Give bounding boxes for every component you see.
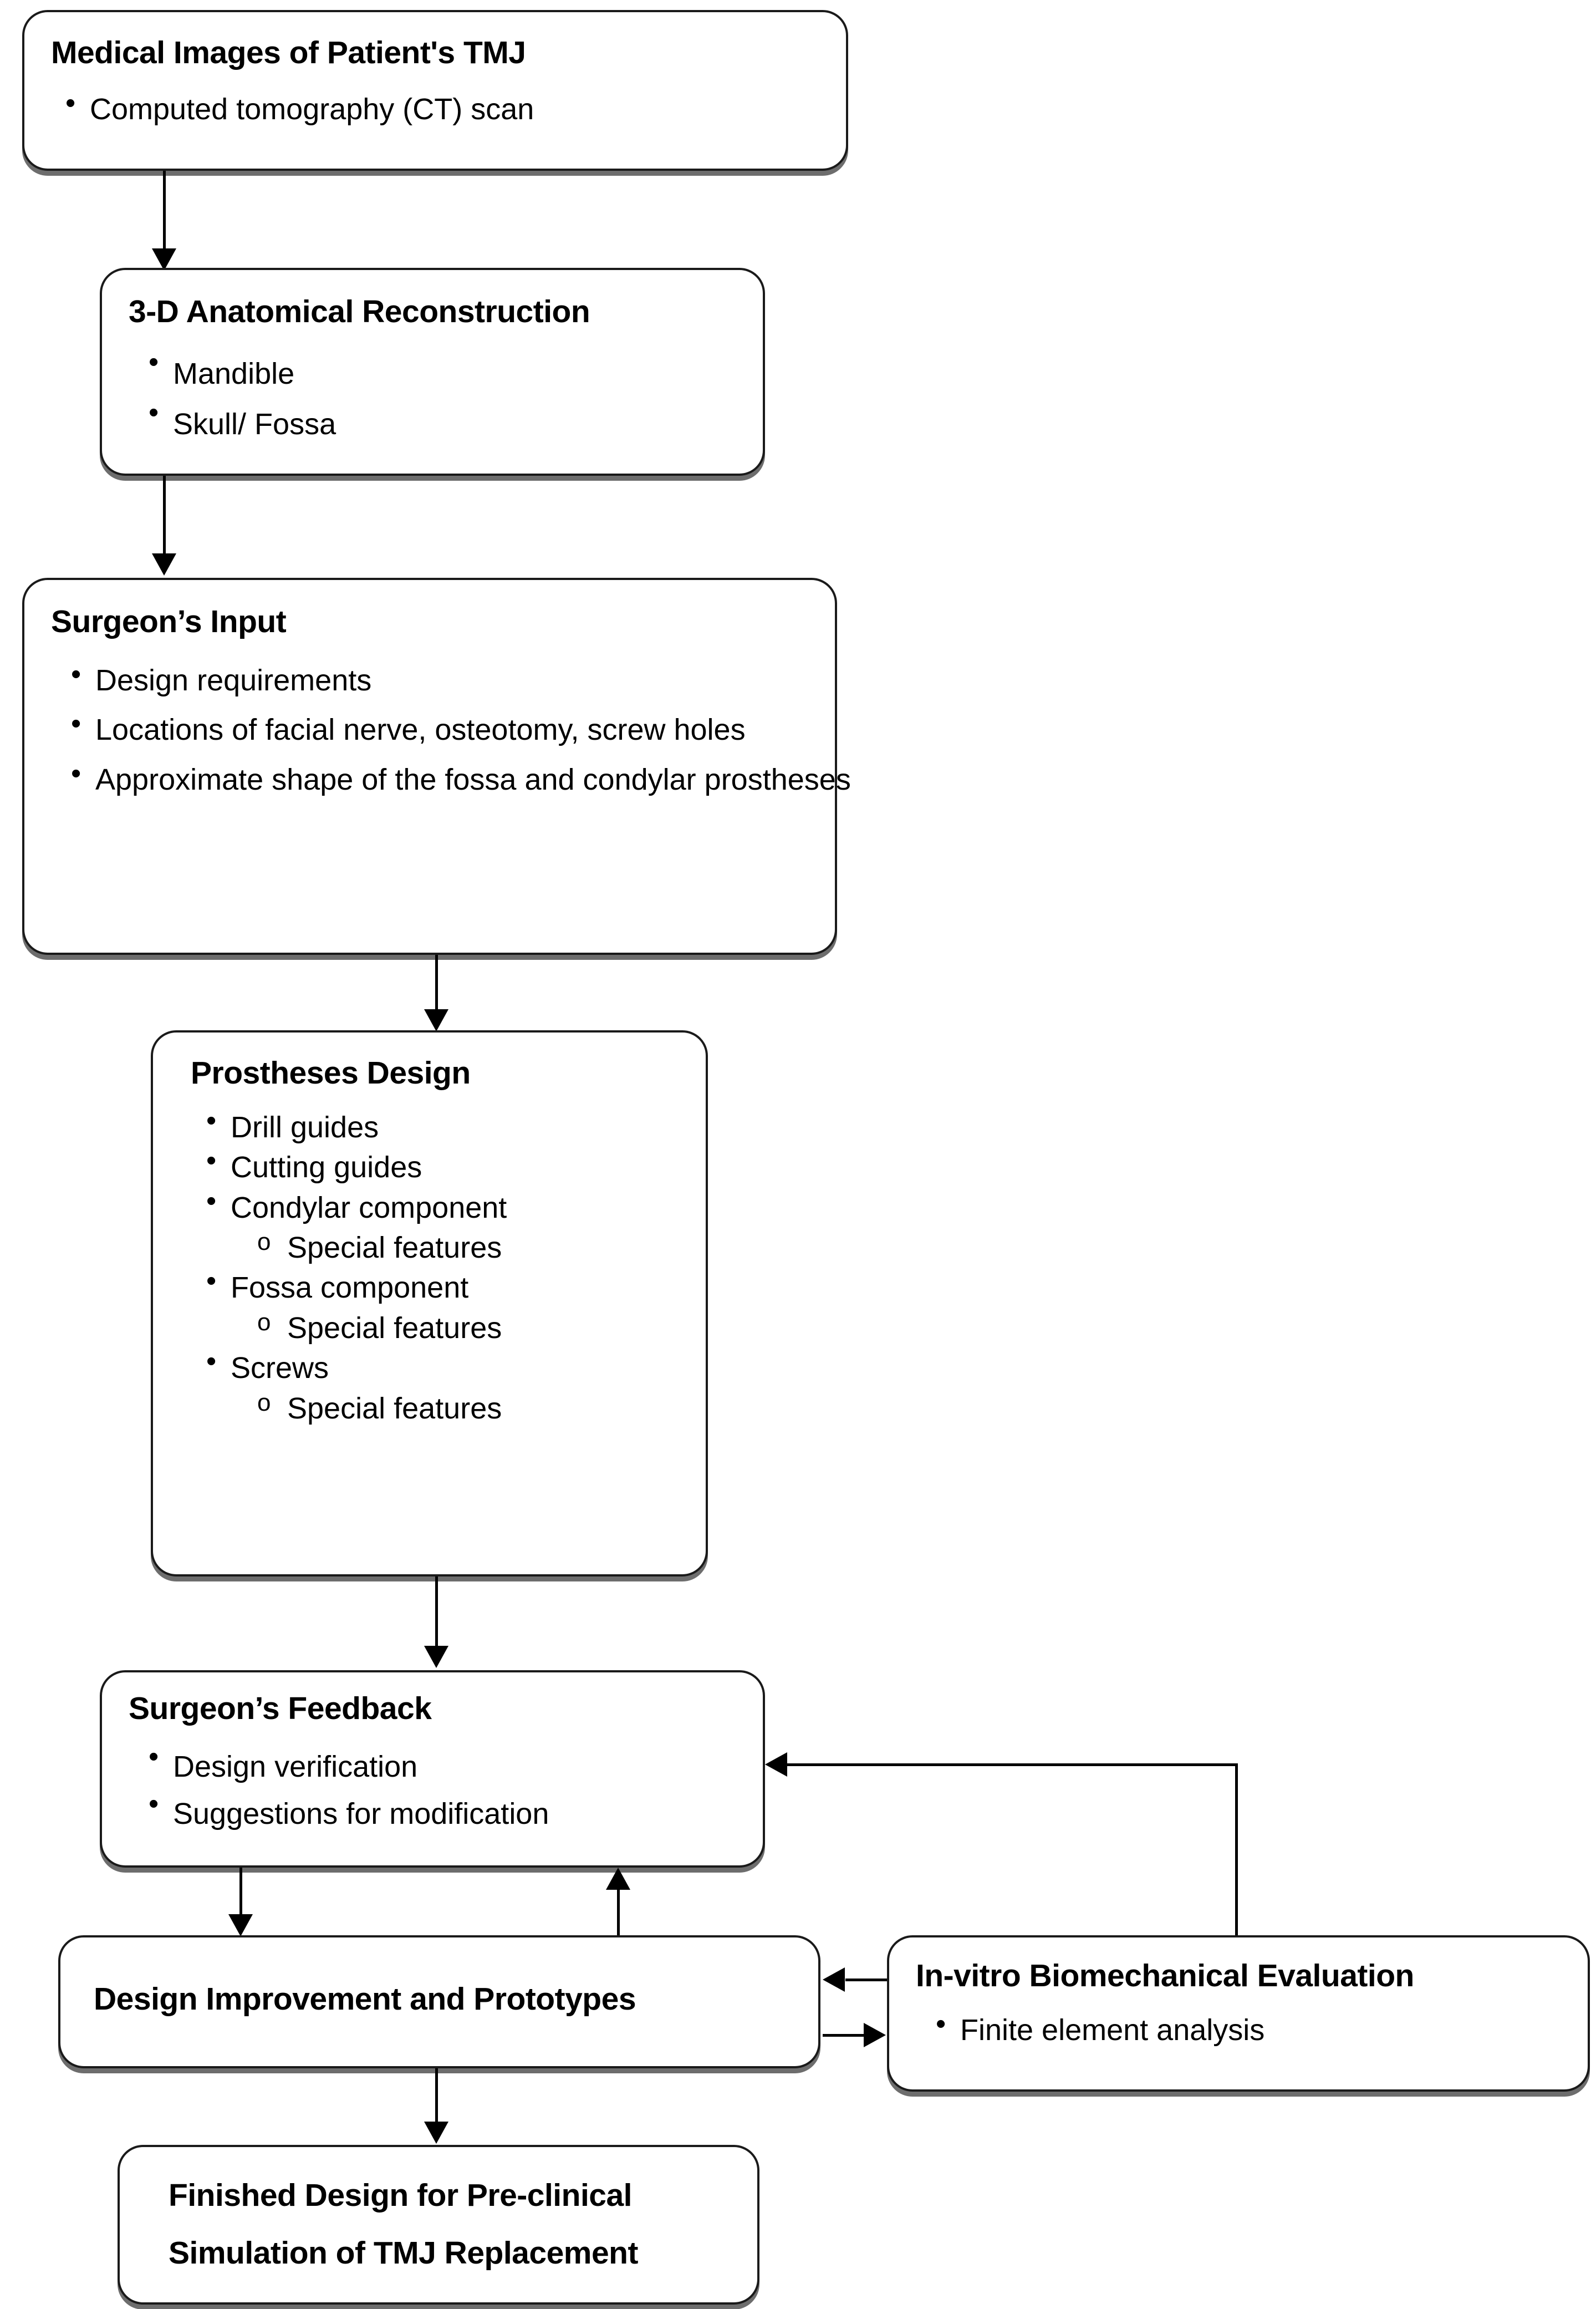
connector-line	[163, 171, 166, 251]
connector-line	[787, 1763, 1236, 1766]
node-surgeons-input[interactable]: Surgeon’s Input Design requirements Loca…	[22, 578, 851, 955]
arrow-down-icon	[424, 1009, 448, 1031]
list-item: Finite element analysis	[921, 2010, 1264, 2049]
node-title: Prostheses Design	[191, 1055, 471, 1091]
connector-line	[617, 1890, 620, 1937]
node-title: Surgeon’s Input	[51, 604, 287, 639]
list-item: Screws	[192, 1347, 507, 1388]
list-item: Design requirements	[57, 660, 799, 700]
node-bullet-list: Computed tomography (CT) scan	[51, 89, 534, 129]
list-item: Locations of facial nerve, osteotomy, sc…	[57, 709, 799, 750]
connector-line	[845, 1979, 887, 1981]
node-title-line2: Simulation of TMJ Replacement	[169, 2235, 638, 2271]
node-medical-images[interactable]: Medical Images of Patient's TMJ Computed…	[22, 10, 848, 171]
arrow-down-icon	[152, 248, 176, 271]
arrow-down-icon	[424, 2122, 448, 2144]
node-bullet-list: Drill guides Cutting guides Condylar com…	[192, 1106, 507, 1428]
arrow-right-icon	[864, 2023, 886, 2047]
list-item: Special features	[192, 1308, 507, 1348]
list-item: Mandible	[134, 348, 336, 399]
node-title: Medical Images of Patient's TMJ	[51, 35, 526, 70]
list-item: Approximate shape of the fossa and condy…	[57, 759, 851, 800]
arrow-down-icon	[228, 1914, 253, 1936]
node-anatomical-reconstruction[interactable]: 3-D Anatomical Reconstruction Mandible S…	[100, 268, 765, 476]
list-item: Special features	[192, 1228, 507, 1268]
arrow-left-icon	[823, 1967, 845, 1992]
connector-line	[435, 955, 438, 1013]
list-item: Special features	[192, 1389, 507, 1428]
node-title: In-vitro Biomechanical Evaluation	[916, 1958, 1414, 1993]
node-finished-design[interactable]: Finished Design for Pre-clinical Simulat…	[118, 2145, 759, 2305]
list-item: Drill guides	[192, 1106, 507, 1147]
list-item: Fossa component	[192, 1267, 507, 1308]
arrow-down-icon	[424, 1646, 448, 1668]
list-item: Cutting guides	[192, 1146, 507, 1187]
node-design-improvement[interactable]: Design Improvement and Prototypes	[58, 1935, 820, 2068]
arrow-left-icon	[765, 1752, 787, 1777]
list-item: Design verification	[134, 1742, 549, 1791]
connector-line	[163, 476, 166, 556]
node-title: Surgeon’s Feedback	[129, 1691, 432, 1726]
list-item: Suggestions for modification	[134, 1789, 549, 1838]
node-bullet-list: Mandible Skull/ Fossa	[134, 348, 336, 450]
list-item: Skull/ Fossa	[134, 398, 336, 450]
arrow-down-icon	[152, 553, 176, 576]
connector-line	[1235, 1763, 1238, 1936]
node-prostheses-design[interactable]: Prostheses Design Drill guides Cutting g…	[151, 1030, 708, 1576]
node-bullet-list: Finite element analysis	[921, 2010, 1264, 2049]
node-title-line1: Finished Design for Pre-clinical	[169, 2178, 633, 2213]
connector-line	[239, 1868, 242, 1918]
node-bullet-list: Design verification Suggestions for modi…	[134, 1742, 549, 1838]
node-title: Design Improvement and Prototypes	[94, 1981, 636, 2017]
node-bullet-list: Design requirements Locations of facial …	[57, 660, 851, 800]
list-item: Condylar component	[192, 1187, 507, 1228]
arrow-up-icon	[606, 1868, 630, 1890]
node-in-vitro-evaluation[interactable]: In-vitro Biomechanical Evaluation Finite…	[887, 1935, 1590, 2092]
connector-line	[435, 2068, 438, 2125]
connector-line	[435, 1576, 438, 1649]
node-surgeons-feedback[interactable]: Surgeon’s Feedback Design verification S…	[100, 1670, 765, 1868]
connector-line	[823, 2034, 865, 2037]
node-title: 3-D Anatomical Reconstruction	[129, 294, 590, 329]
list-item: Computed tomography (CT) scan	[51, 89, 534, 129]
